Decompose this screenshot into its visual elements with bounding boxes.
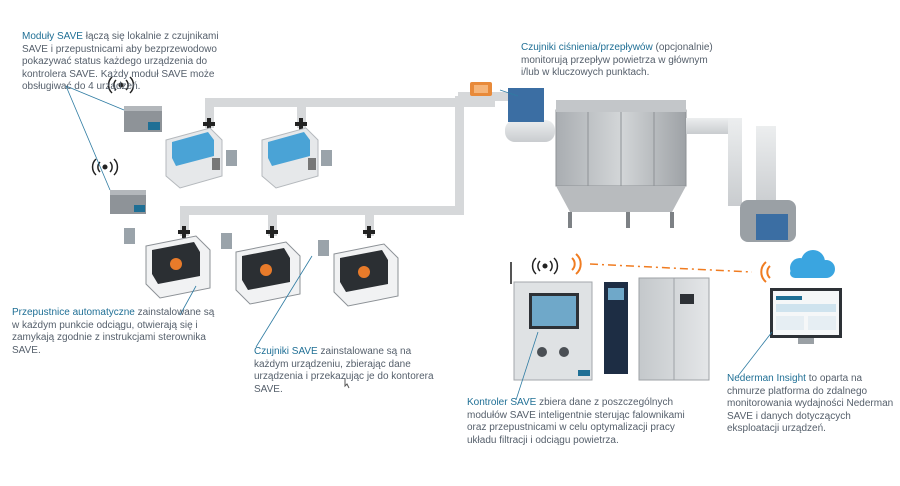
caption-save-modules-text: łączą się lokalnie z czujnikami SAVE i p… <box>22 31 219 92</box>
leader-lines <box>65 85 773 401</box>
caption-save-sensors: Czujniki SAVE zainstalowane są na każdym… <box>254 346 442 396</box>
duct-network <box>180 92 508 236</box>
caption-controller-text: zbiera dane z poszczególnych modułów SAV… <box>467 397 685 446</box>
caption-dampers-title: Przepustnice automatyczne <box>12 307 135 318</box>
dust-collector <box>505 88 796 242</box>
save-module-top <box>124 106 162 132</box>
caption-nederman-insight: Nederman Insight to oparta na chmurze pl… <box>727 373 897 436</box>
caption-save-sensors-text: zainstalowane są na każdym urządzeniu, z… <box>254 346 434 395</box>
wifi-signal-orange-right <box>760 261 771 283</box>
pressure-sensor <box>470 82 492 96</box>
cnc-machine-4 <box>235 241 301 305</box>
caption-nederman-insight-title: Nederman Insight <box>727 373 806 384</box>
caption-dampers: Przepustnice automatyczne zainstalowane … <box>12 307 224 357</box>
caption-save-modules: Moduły SAVE łączą się lokalnie z czujnik… <box>22 31 242 94</box>
caption-controller: Kontroler SAVE zbiera dane z poszczególn… <box>467 397 685 447</box>
save-module-mid <box>110 190 146 214</box>
cloud-icon <box>790 250 835 278</box>
save-controller-cabinet <box>510 262 593 381</box>
caption-controller-title: Kontroler SAVE <box>467 397 537 408</box>
insight-monitor <box>770 288 842 344</box>
caption-pressure-sensors: Czujniki ciśnienia/przepływów (opcjonaln… <box>521 42 721 80</box>
cnc-machine-2 <box>261 127 319 189</box>
caption-dampers-text: zainstalowane są w każdym punkcie odciąg… <box>12 307 215 356</box>
damper-markers <box>178 118 375 238</box>
wireless-signal-icon-1 <box>107 76 135 94</box>
frequency-inverter <box>604 282 628 374</box>
electrical-cabinet <box>638 277 710 381</box>
cnc-machine-1 <box>165 127 223 189</box>
wifi-signal-orange-left <box>571 253 582 275</box>
cnc-machine-3 <box>145 235 211 299</box>
signal-link-line <box>589 263 753 273</box>
save-sensor-units <box>124 150 332 256</box>
caption-pressure-sensors-text: (opcjonalnie) monitorują przepływ powiet… <box>521 42 713 78</box>
wireless-signal-icon-2 <box>91 158 119 176</box>
wireless-signal-icon-3 <box>531 257 559 275</box>
caption-save-modules-title: Moduły SAVE <box>22 31 83 42</box>
cnc-machine-5 <box>333 243 399 307</box>
caption-save-sensors-title: Czujniki SAVE <box>254 346 318 357</box>
caption-pressure-sensors-title: Czujniki ciśnienia/przepływów <box>521 42 653 53</box>
caption-nederman-insight-text: to oparta na chmurze platforma do zdalne… <box>727 373 894 434</box>
cursor-icon <box>344 378 350 389</box>
